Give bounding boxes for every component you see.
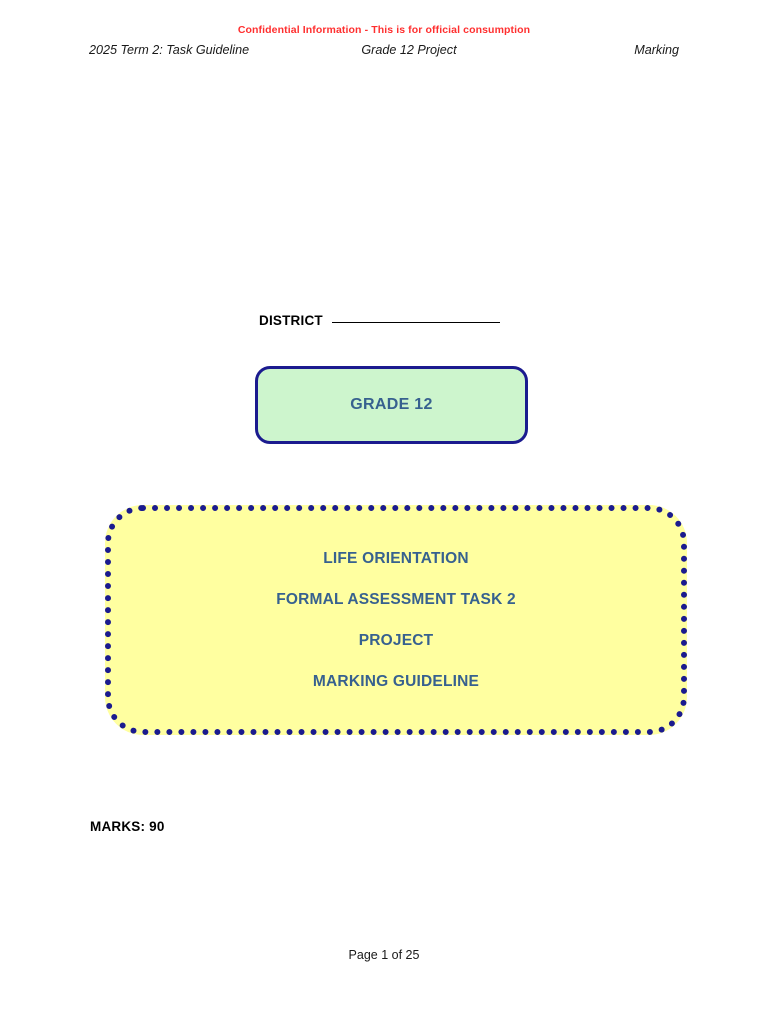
district-input-rule[interactable] xyxy=(331,322,500,323)
grade-box: GRADE 12 xyxy=(255,366,528,444)
subject-title-box: LIFE ORIENTATION FORMAL ASSESSMENT TASK … xyxy=(105,505,687,735)
marks-total: MARKS: 90 xyxy=(90,819,165,834)
header-left-text: 2025 Term 2: Task Guideline xyxy=(89,43,250,57)
header-right-text: Marking xyxy=(634,43,679,57)
subject-line-guideline: MARKING GUIDELINE xyxy=(312,672,480,690)
subject-line-subject: LIFE ORIENTATION xyxy=(323,549,469,567)
district-field: DISTRICT xyxy=(259,313,500,328)
subject-line-task: FORMAL ASSESSMENT TASK 2 xyxy=(276,590,516,608)
district-label: DISTRICT xyxy=(259,313,323,328)
subject-line-type: PROJECT xyxy=(358,631,434,649)
page-header: 2025 Term 2: Task Guideline Grade 12 Pro… xyxy=(89,42,679,58)
grade-box-label: GRADE 12 xyxy=(350,396,433,413)
confidential-notice: Confidential Information - This is for o… xyxy=(237,24,531,36)
page-footer: Page 1 of 25 xyxy=(348,948,420,962)
header-center-text: Grade 12 Project xyxy=(361,43,457,57)
